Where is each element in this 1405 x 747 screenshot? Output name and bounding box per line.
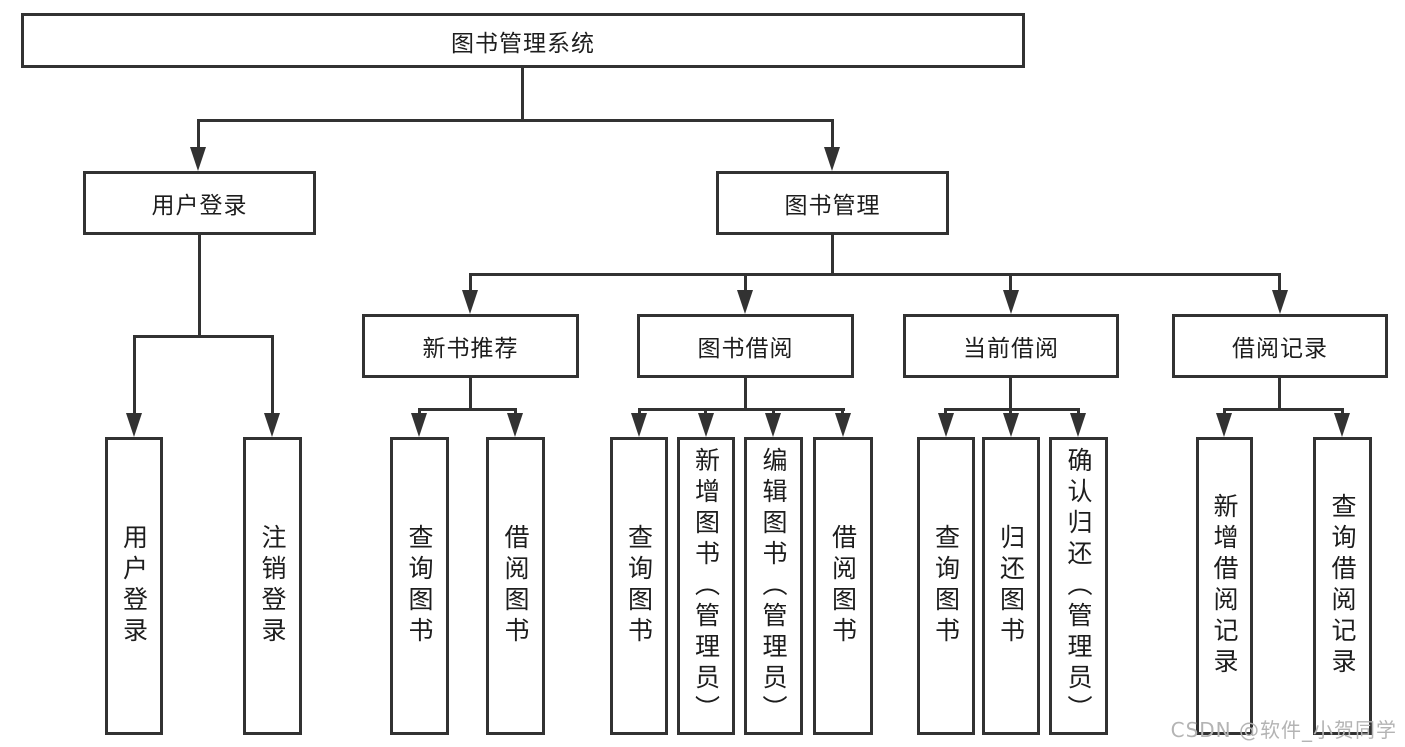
node-cb-return-books: 归还图书 (982, 437, 1040, 735)
node-label: 借阅图书 (501, 524, 530, 648)
line-segment (744, 378, 747, 408)
node-bb-edit-books-admin: 编辑图书（管理员） (744, 437, 803, 735)
node-bb-borrow-books: 借阅图书 (813, 437, 873, 735)
node-new-book-recommend: 新书推荐 (362, 314, 579, 378)
line-segment (198, 235, 201, 335)
node-label: 图书借阅 (697, 336, 794, 362)
arrowhead-down (835, 413, 851, 437)
arrowhead-down (190, 147, 206, 171)
line-segment (1341, 408, 1344, 416)
node-nbr-query-books: 查询图书 (390, 437, 449, 735)
arrowhead-down (631, 413, 647, 437)
line-segment (133, 335, 274, 338)
line-segment (841, 408, 844, 416)
line-segment (133, 335, 136, 417)
node-label: 用户登录 (119, 524, 149, 648)
arrowhead-down (765, 413, 781, 437)
node-label: 查询图书 (405, 524, 434, 648)
arrowhead-down (411, 413, 427, 437)
node-label: 新书推荐 (422, 336, 519, 362)
node-book-borrowing: 图书借阅 (637, 314, 854, 378)
arrowhead-down (507, 413, 523, 437)
node-borrowing-records: 借阅记录 (1172, 314, 1388, 378)
line-segment (521, 68, 524, 122)
node-label: 查询借阅记录 (1328, 493, 1357, 679)
node-label: 借阅记录 (1232, 336, 1328, 362)
line-segment (1009, 378, 1012, 408)
node-label: 用户登录 (151, 193, 248, 219)
node-user-login: 用户登录 (83, 171, 316, 235)
line-segment (944, 408, 1080, 411)
node-label: 新增借阅记录 (1210, 493, 1239, 679)
arrowhead-down (1334, 413, 1350, 437)
node-book-management: 图书管理 (716, 171, 949, 235)
node-label: 确认归还（管理员） (1064, 446, 1093, 726)
line-segment (944, 408, 947, 416)
line-segment (469, 273, 472, 293)
arrowhead-down (698, 413, 714, 437)
node-label: 注销登录 (258, 524, 287, 648)
line-segment (638, 408, 641, 416)
node-cb-query-books: 查询图书 (917, 437, 975, 735)
arrowhead-down (1272, 290, 1288, 314)
arrowhead-down (126, 413, 142, 437)
node-label: 查询图书 (624, 524, 654, 648)
arrowhead-down (1003, 413, 1019, 437)
node-label: 查询图书 (931, 524, 961, 648)
node-library-management-system: 图书管理系统 (21, 13, 1025, 68)
node-label: 归还图书 (996, 524, 1026, 648)
line-segment (469, 378, 472, 408)
node-label: 当前借阅 (963, 336, 1059, 362)
csdn-watermark: CSDN @软件_小贺同学 (1170, 718, 1397, 742)
node-user-login-leaf: 用户登录 (105, 437, 163, 735)
line-segment (514, 408, 517, 416)
arrowhead-down (1216, 413, 1232, 437)
line-segment (772, 408, 775, 416)
arrowhead-down (1003, 290, 1019, 314)
line-segment (1223, 408, 1344, 411)
node-label: 编辑图书（管理员） (759, 446, 788, 726)
node-label: 图书管理系统 (451, 30, 595, 57)
node-logout: 注销登录 (243, 437, 302, 735)
line-segment (831, 235, 834, 273)
line-segment (1009, 408, 1012, 416)
node-br-query-borrow-record: 查询借阅记录 (1313, 437, 1372, 735)
node-bb-add-books-admin: 新增图书（管理员） (677, 437, 735, 735)
line-segment (704, 408, 707, 416)
line-segment (197, 119, 200, 151)
node-label: 借阅图书 (828, 524, 858, 648)
node-label: 图书管理 (784, 193, 881, 219)
arrowhead-down (462, 290, 478, 314)
line-segment (418, 408, 421, 416)
line-segment (1278, 273, 1281, 293)
arrowhead-down (737, 290, 753, 314)
line-segment (1223, 408, 1226, 416)
node-current-borrowing: 当前借阅 (903, 314, 1119, 378)
line-segment (638, 408, 845, 411)
line-segment (418, 408, 517, 411)
arrowhead-down (264, 413, 280, 437)
node-label: 新增图书（管理员） (691, 446, 721, 726)
line-segment (1278, 378, 1281, 408)
line-segment (744, 273, 747, 293)
arrowhead-down (824, 147, 840, 171)
node-nbr-borrow-books: 借阅图书 (486, 437, 545, 735)
node-cb-confirm-return-admin: 确认归还（管理员） (1049, 437, 1108, 735)
arrowhead-down (1070, 413, 1086, 437)
arrowhead-down (938, 413, 954, 437)
line-segment (831, 119, 834, 151)
node-br-add-borrow-record: 新增借阅记录 (1196, 437, 1253, 735)
line-segment (469, 273, 1281, 276)
line-segment (1009, 273, 1012, 293)
line-segment (271, 335, 274, 417)
line-segment (1077, 408, 1080, 416)
node-bb-query-books: 查询图书 (610, 437, 668, 735)
line-segment (197, 119, 834, 122)
